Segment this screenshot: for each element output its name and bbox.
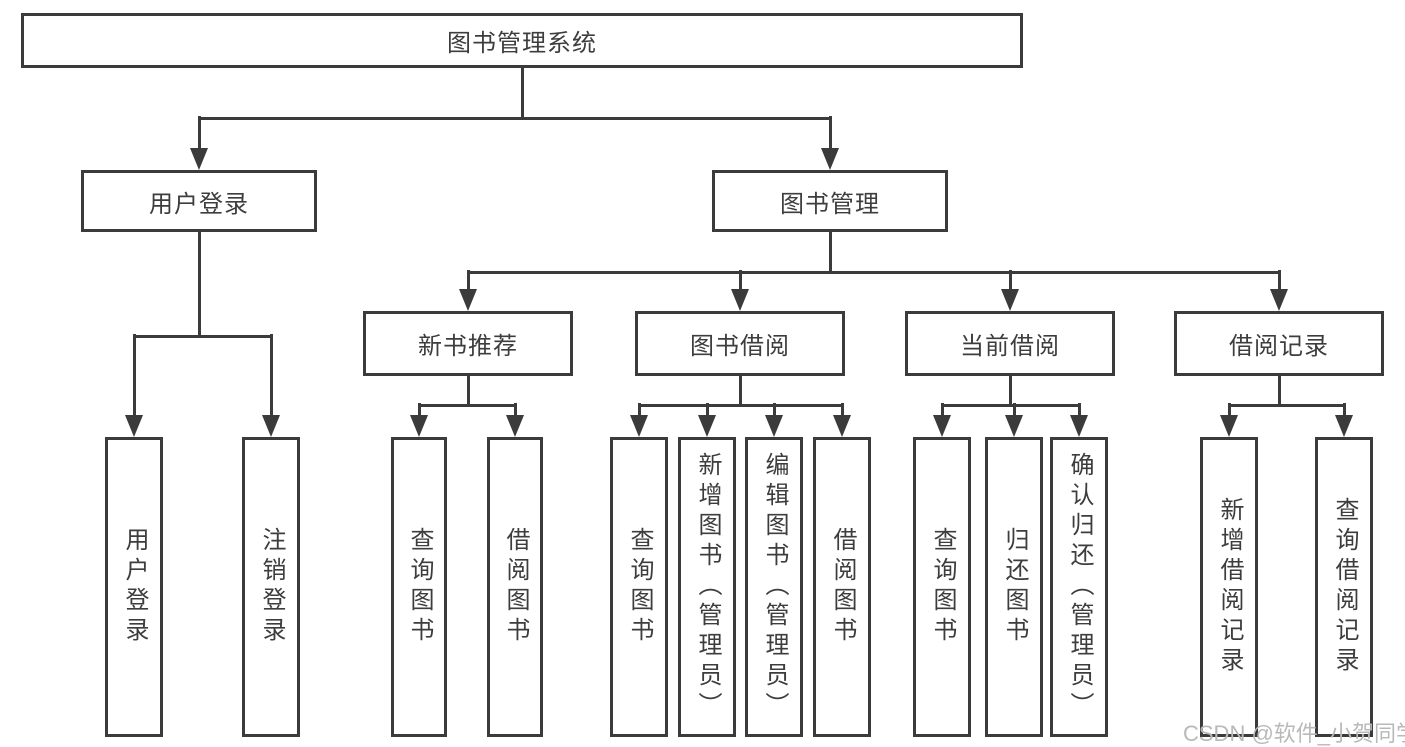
connector xyxy=(1008,376,1012,407)
leaf-borrow-books-recommend-label: 借阅图书 xyxy=(502,527,529,647)
connector xyxy=(840,403,844,417)
connector xyxy=(1277,270,1281,291)
leaf-query-books-current: 查询图书 xyxy=(913,437,971,737)
leaf-query-books-current-label: 查询图书 xyxy=(929,527,956,647)
connector xyxy=(466,376,470,407)
csdn-watermark: CSDN @软件_小贺同学 xyxy=(1183,721,1405,746)
node-root: 图书管理系统 xyxy=(21,13,1023,68)
node-book-borrow: 图书借阅 xyxy=(635,311,845,376)
arrowhead-down-icon xyxy=(833,415,851,437)
leaf-confirm-return-admin: 确认归还（管理员） xyxy=(1050,437,1108,737)
leaf-borrow-books: 借阅图书 xyxy=(813,437,871,737)
arrowhead-down-icon xyxy=(821,148,839,170)
arrowhead-down-icon xyxy=(262,415,280,437)
leaf-logout: 注销登录 xyxy=(242,437,300,737)
arrowhead-down-icon xyxy=(410,415,428,437)
connector xyxy=(417,403,421,417)
arrowhead-down-icon xyxy=(459,289,477,311)
connector xyxy=(1342,403,1346,417)
node-book-borrow-label: 图书借阅 xyxy=(690,333,790,360)
arrowhead-down-icon xyxy=(1005,415,1023,437)
arrowhead-down-icon xyxy=(765,415,783,437)
connector xyxy=(197,116,201,150)
connector xyxy=(132,334,273,338)
connector xyxy=(828,232,832,274)
leaf-add-book-admin: 新增图书（管理员） xyxy=(678,437,736,737)
node-current-borrow-label: 当前借阅 xyxy=(960,333,1060,360)
leaf-query-books-borrow-label: 查询图书 xyxy=(626,527,653,647)
arrowhead-down-icon xyxy=(731,289,749,311)
connector xyxy=(772,403,776,417)
connector-level2-bus xyxy=(197,116,832,120)
node-root-label: 图书管理系统 xyxy=(447,30,597,57)
arrowhead-down-icon xyxy=(698,415,716,437)
connector xyxy=(1012,403,1016,417)
connector xyxy=(466,270,470,291)
node-book-management-label: 图书管理 xyxy=(780,190,880,218)
connector xyxy=(940,403,1081,407)
node-new-book-recommend: 新书推荐 xyxy=(363,311,573,376)
connector-level3-bus xyxy=(466,270,1281,274)
leaf-query-borrow-record-label: 查询借阅记录 xyxy=(1331,497,1358,677)
arrowhead-down-icon xyxy=(1335,415,1353,437)
leaf-query-books-recommend-label: 查询图书 xyxy=(406,527,433,647)
leaf-user-login: 用户登录 xyxy=(105,437,163,737)
node-book-management: 图书管理 xyxy=(712,170,948,232)
leaf-return-book-label: 归还图书 xyxy=(1001,527,1028,647)
leaf-query-books-recommend: 查询图书 xyxy=(391,437,447,737)
leaf-add-book-admin-label: 新增图书（管理员） xyxy=(694,452,721,722)
node-new-book-recommend-label: 新书推荐 xyxy=(418,333,518,360)
leaf-return-book: 归还图书 xyxy=(985,437,1043,737)
connector xyxy=(269,334,273,417)
arrowhead-down-icon xyxy=(1220,415,1238,437)
node-user-login-label: 用户登录 xyxy=(149,190,249,218)
connector xyxy=(417,403,517,407)
arrowhead-down-icon xyxy=(933,415,951,437)
leaf-query-borrow-record: 查询借阅记录 xyxy=(1315,437,1373,737)
leaf-user-login-label: 用户登录 xyxy=(121,527,148,647)
connector xyxy=(1277,376,1281,407)
arrowhead-down-icon xyxy=(506,415,524,437)
connector xyxy=(132,334,136,417)
connector xyxy=(705,403,709,417)
arrowhead-down-icon xyxy=(630,415,648,437)
connector xyxy=(513,403,517,417)
node-borrow-records: 借阅记录 xyxy=(1174,311,1384,376)
leaf-edit-book-admin-label: 编辑图书（管理员） xyxy=(761,452,788,722)
connector xyxy=(1077,403,1081,417)
arrowhead-down-icon xyxy=(1001,289,1019,311)
connector-root-drop xyxy=(520,68,524,118)
arrowhead-down-icon xyxy=(1070,415,1088,437)
leaf-confirm-return-admin-label: 确认归还（管理员） xyxy=(1066,452,1093,722)
arrowhead-down-icon xyxy=(190,148,208,170)
connector xyxy=(828,116,832,150)
leaf-logout-label: 注销登录 xyxy=(258,527,285,647)
leaf-add-borrow-record: 新增借阅记录 xyxy=(1200,437,1258,737)
node-current-borrow: 当前借阅 xyxy=(905,311,1115,376)
node-user-login: 用户登录 xyxy=(81,170,317,232)
connector xyxy=(940,403,944,417)
connector xyxy=(1008,270,1012,291)
connector xyxy=(1227,403,1231,417)
connector xyxy=(738,376,742,407)
connector xyxy=(637,403,641,417)
connector xyxy=(738,270,742,291)
leaf-borrow-books-label: 借阅图书 xyxy=(829,527,856,647)
leaf-add-borrow-record-label: 新增借阅记录 xyxy=(1216,497,1243,677)
leaf-borrow-books-recommend: 借阅图书 xyxy=(487,437,543,737)
connector xyxy=(1227,403,1346,407)
arrowhead-down-icon xyxy=(1270,289,1288,311)
arrowhead-down-icon xyxy=(125,415,143,437)
leaf-edit-book-admin: 编辑图书（管理员） xyxy=(745,437,803,737)
node-borrow-records-label: 借阅记录 xyxy=(1229,333,1329,360)
connector xyxy=(197,232,201,337)
leaf-query-books-borrow: 查询图书 xyxy=(610,437,668,737)
connector xyxy=(637,403,844,407)
